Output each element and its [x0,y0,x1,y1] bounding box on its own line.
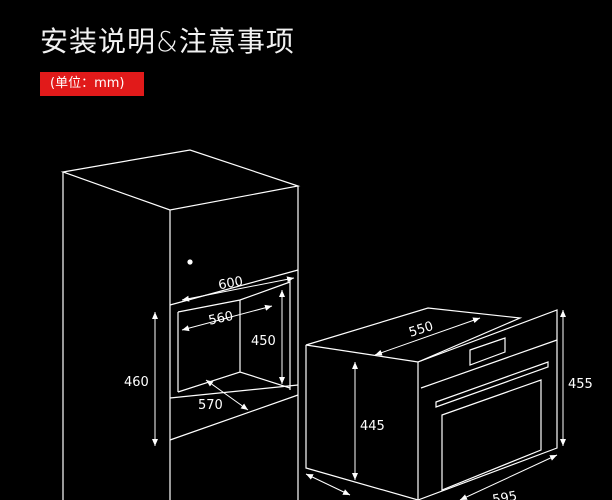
cabinet-drawing [60,149,301,500]
dim-niche-height-inner: 450 [251,334,276,349]
dimension-labels: 600 560 450 460 570 550 445 455 595 [124,274,593,500]
dim-niche-depth-top: 560 [207,309,234,329]
dim-oven-front-height: 455 [568,377,593,392]
dim-cabinet-width: 600 [217,274,244,293]
dim-niche-height: 460 [124,375,149,390]
unit-badge: (单位：mm) [40,72,144,96]
dimension-lines [152,276,566,500]
dim-niche-depth-bottom: 570 [198,398,223,413]
oven-drawing [305,307,558,500]
dim-oven-front-width: 595 [491,489,518,500]
dim-oven-depth: 550 [407,319,435,341]
page-title: 安装说明&注意事项 [40,25,295,58]
dim-oven-body-height: 445 [360,419,385,434]
